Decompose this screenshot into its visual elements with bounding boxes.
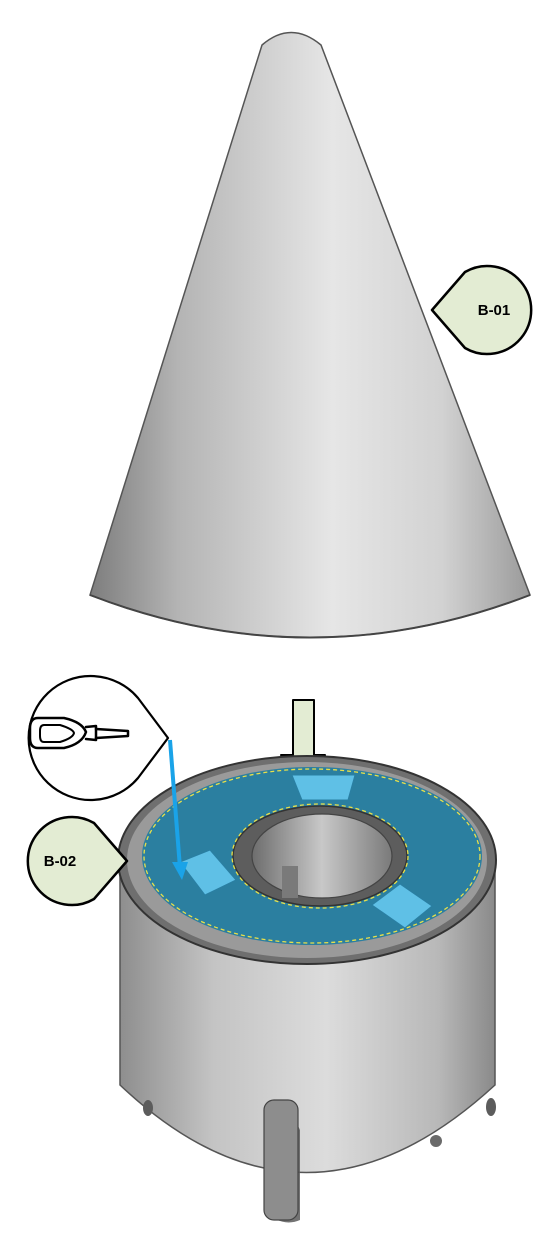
hub-bore-slot — [282, 866, 298, 898]
callout-b01: B-01 — [432, 266, 531, 354]
hub-hole-left — [143, 1100, 153, 1116]
glue-tool-callout — [29, 676, 168, 800]
hub-hole-right — [486, 1098, 496, 1116]
callout-b02: B-02 — [28, 817, 127, 905]
hub-bore — [252, 814, 392, 898]
hub-slot-opening — [264, 1100, 298, 1220]
pocket-back — [292, 775, 355, 800]
callout-b01-label: B-01 — [478, 302, 511, 319]
callout-b02-label: B-02 — [44, 853, 77, 870]
hub-hole-front — [430, 1135, 442, 1147]
hub-part — [118, 756, 496, 1222]
